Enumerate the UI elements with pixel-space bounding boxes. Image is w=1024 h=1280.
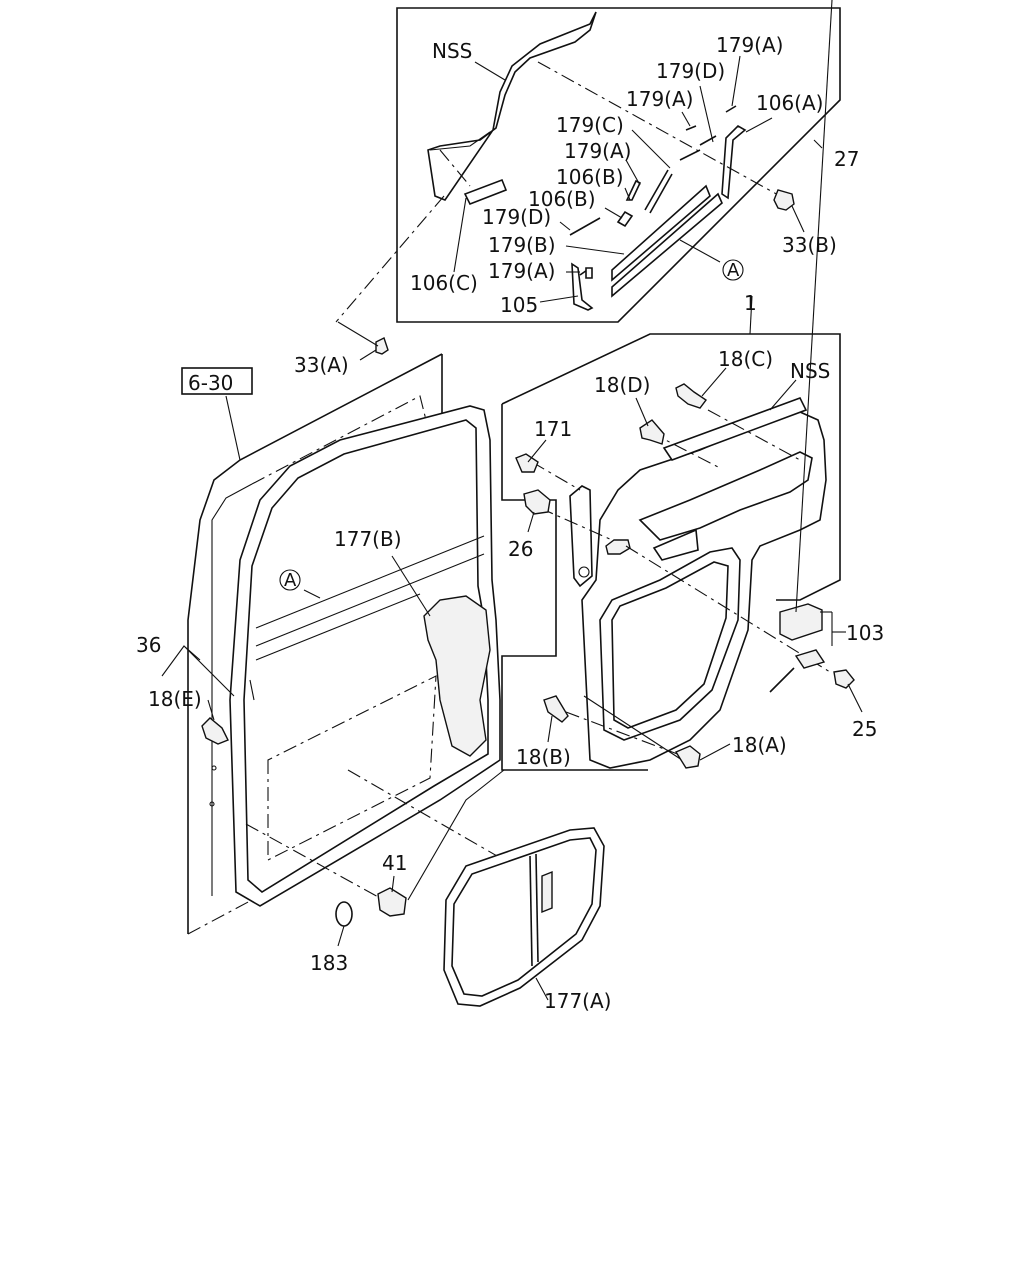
label-18b: 18(B) [516,745,571,769]
labels-left: 6-30 177(B) A 36 18(E) 41 183 [136,367,407,975]
label-179a-4: 179(A) [488,259,555,283]
label-105: 105 [500,293,538,317]
label-106b-1: 106(B) [556,165,624,189]
door-trim-panel [569,397,827,769]
label-179a-1: 179(A) [716,33,783,57]
part-103-icon [779,603,823,641]
label-179b: 179(B) [488,233,556,257]
labels-mid: 1 18(C) NSS 18(D) 171 26 103 25 18(A) 18… [508,291,884,769]
part-26-icon [523,489,551,515]
label-26: 26 [508,537,533,561]
leader-dashes-top [335,61,781,323]
part-18b-icon [543,695,569,723]
label-27: 27 [834,147,859,171]
label-36: 36 [136,633,161,657]
nss-trim-top [427,11,597,201]
clip-33a-icon [337,321,389,361]
fasteners-mid [515,383,855,769]
leader-dashes-mid [531,409,831,759]
clip-33b-icon [773,189,795,211]
label-nss-top: NSS [432,39,472,63]
label-103: 103 [846,621,884,645]
top-inset-box [396,7,841,323]
callout-circle-a-left [279,569,301,591]
labels-top: NSS 179(A) 179(D) 179(A) 106(A) 179(C) 1… [294,33,859,377]
label-nss-mid: NSS [790,359,830,383]
label-179a-2: 179(A) [626,87,693,111]
leaders-mid [527,0,863,761]
door-weatherstrip [229,405,501,907]
part-171-icon [515,453,539,473]
label-106c: 106(C) [410,271,478,295]
door-inner-structure [249,535,491,861]
label-106a: 106(A) [756,91,823,115]
label-106b-2: 106(B) [528,187,596,211]
label-33a: 33(A) [294,353,349,377]
part-18d-icon [639,419,665,445]
label-18d: 18(D) [594,373,650,397]
part-103b-icon [794,649,826,669]
fasteners-left [201,717,407,927]
leaders-left [161,395,505,947]
label-177b: 177(B) [334,527,402,551]
part-183-icon [335,901,353,927]
label-18c: 18(C) [718,347,773,371]
ref-box-6-30 [181,367,253,395]
label-25: 25 [852,717,877,741]
label-circle-a-top: A [727,260,740,281]
leaders-top [453,55,823,303]
door-trim-box [501,295,841,771]
label-33b: 33(B) [782,233,837,257]
label-179d-1: 179(D) [656,59,725,83]
label-171: 171 [534,417,572,441]
label-circle-a-left: A [284,570,297,591]
label-18a: 18(A) [732,733,787,757]
part-18e-icon [201,717,229,745]
part-18a-icon [674,745,701,769]
label-41: 41 [382,851,407,875]
label-179c: 179(C) [556,113,624,137]
part-25-icon [833,669,855,689]
label-179a-3: 179(A) [564,139,631,163]
label-183: 183 [310,951,348,975]
callout-circle-a-top [722,259,744,281]
part-18c-icon [675,383,708,409]
window-glass [443,827,605,1007]
trim-strips-top [463,105,747,311]
label-177a: 177(A) [544,989,611,1013]
part-41-icon [377,887,407,917]
label-6-30: 6-30 [188,371,233,395]
label-18e: 18(E) [148,687,202,711]
label-1: 1 [744,291,757,315]
label-179d-2: 179(D) [482,205,551,229]
